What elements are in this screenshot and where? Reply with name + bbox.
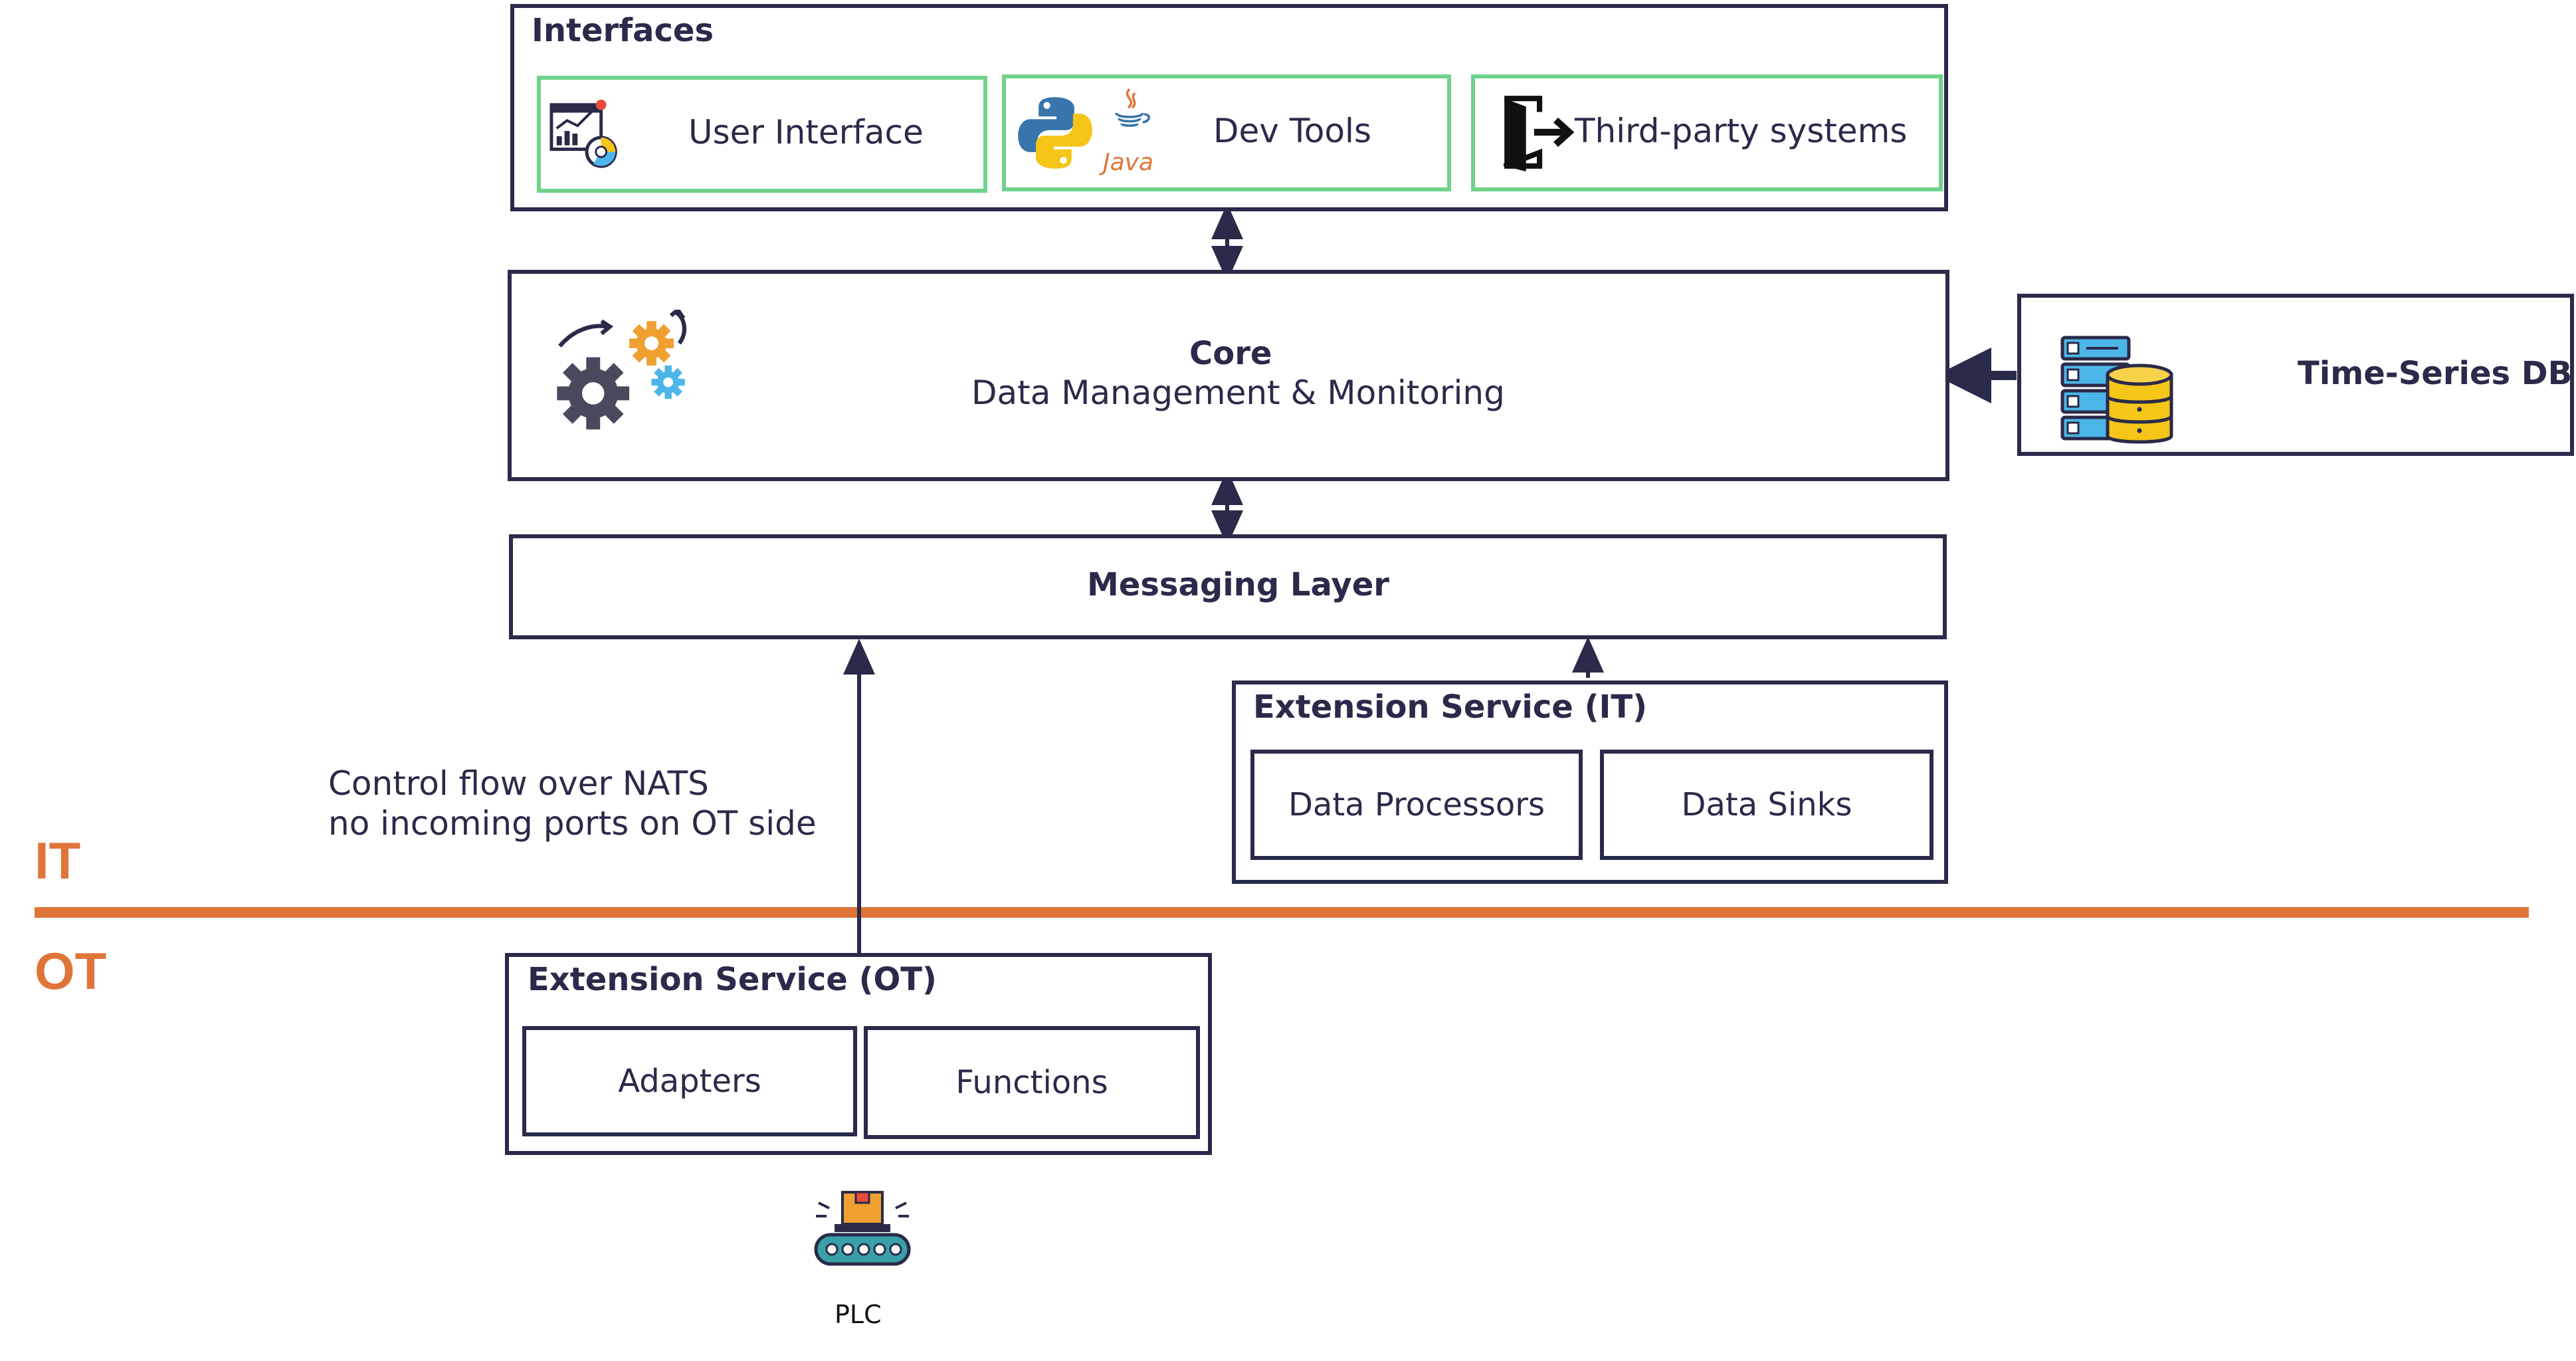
exit-door-icon — [1503, 96, 1575, 171]
python-icon — [1018, 97, 1092, 169]
functions-label: Functions — [955, 1064, 1108, 1101]
third-party-label: Third-party systems — [1575, 112, 1908, 150]
adapters-label: Adapters — [618, 1063, 761, 1100]
interfaces-title: Interfaces — [532, 12, 714, 49]
note-line-2: no incoming ports on OT side — [328, 804, 817, 843]
adapters-box: Adapters — [522, 1026, 857, 1136]
ot-zone-label: OT — [35, 942, 107, 1000]
core-title: Core — [1189, 335, 1272, 372]
data-sinks-box: Data Sinks — [1600, 750, 1933, 860]
user-interface-label: User Interface — [688, 113, 924, 152]
it-zone-label: IT — [35, 831, 81, 890]
core-box — [508, 270, 1949, 481]
timeseries-db-label: Time-Series DB — [2298, 355, 2573, 392]
note-line-1: Control flow over NATS — [328, 764, 709, 803]
dev-tools-label: Dev Tools — [1213, 112, 1371, 150]
data-processors-box: Data Processors — [1250, 750, 1583, 860]
messaging-layer-label: Messaging Layer — [1087, 566, 1389, 603]
data-processors-label: Data Processors — [1288, 786, 1545, 823]
messaging-layer-box — [509, 534, 1947, 639]
data-sinks-label: Data Sinks — [1681, 786, 1852, 823]
dashboard-chart-icon — [549, 99, 617, 168]
java-label: Java — [1103, 149, 1154, 176]
conveyor-plc-icon — [814, 1191, 911, 1266]
ext-service-it-title: Extension Service (IT) — [1253, 688, 1648, 726]
gears-icon — [557, 310, 686, 430]
plc-label: PLC — [835, 1300, 882, 1329]
java-icon — [1115, 88, 1151, 127]
core-subtitle: Data Management & Monitoring — [971, 373, 1505, 412]
functions-box: Functions — [864, 1026, 1200, 1139]
user-interface-box — [537, 76, 987, 193]
database-server-icon — [2060, 336, 2173, 444]
ext-service-ot-title: Extension Service (OT) — [528, 961, 937, 998]
